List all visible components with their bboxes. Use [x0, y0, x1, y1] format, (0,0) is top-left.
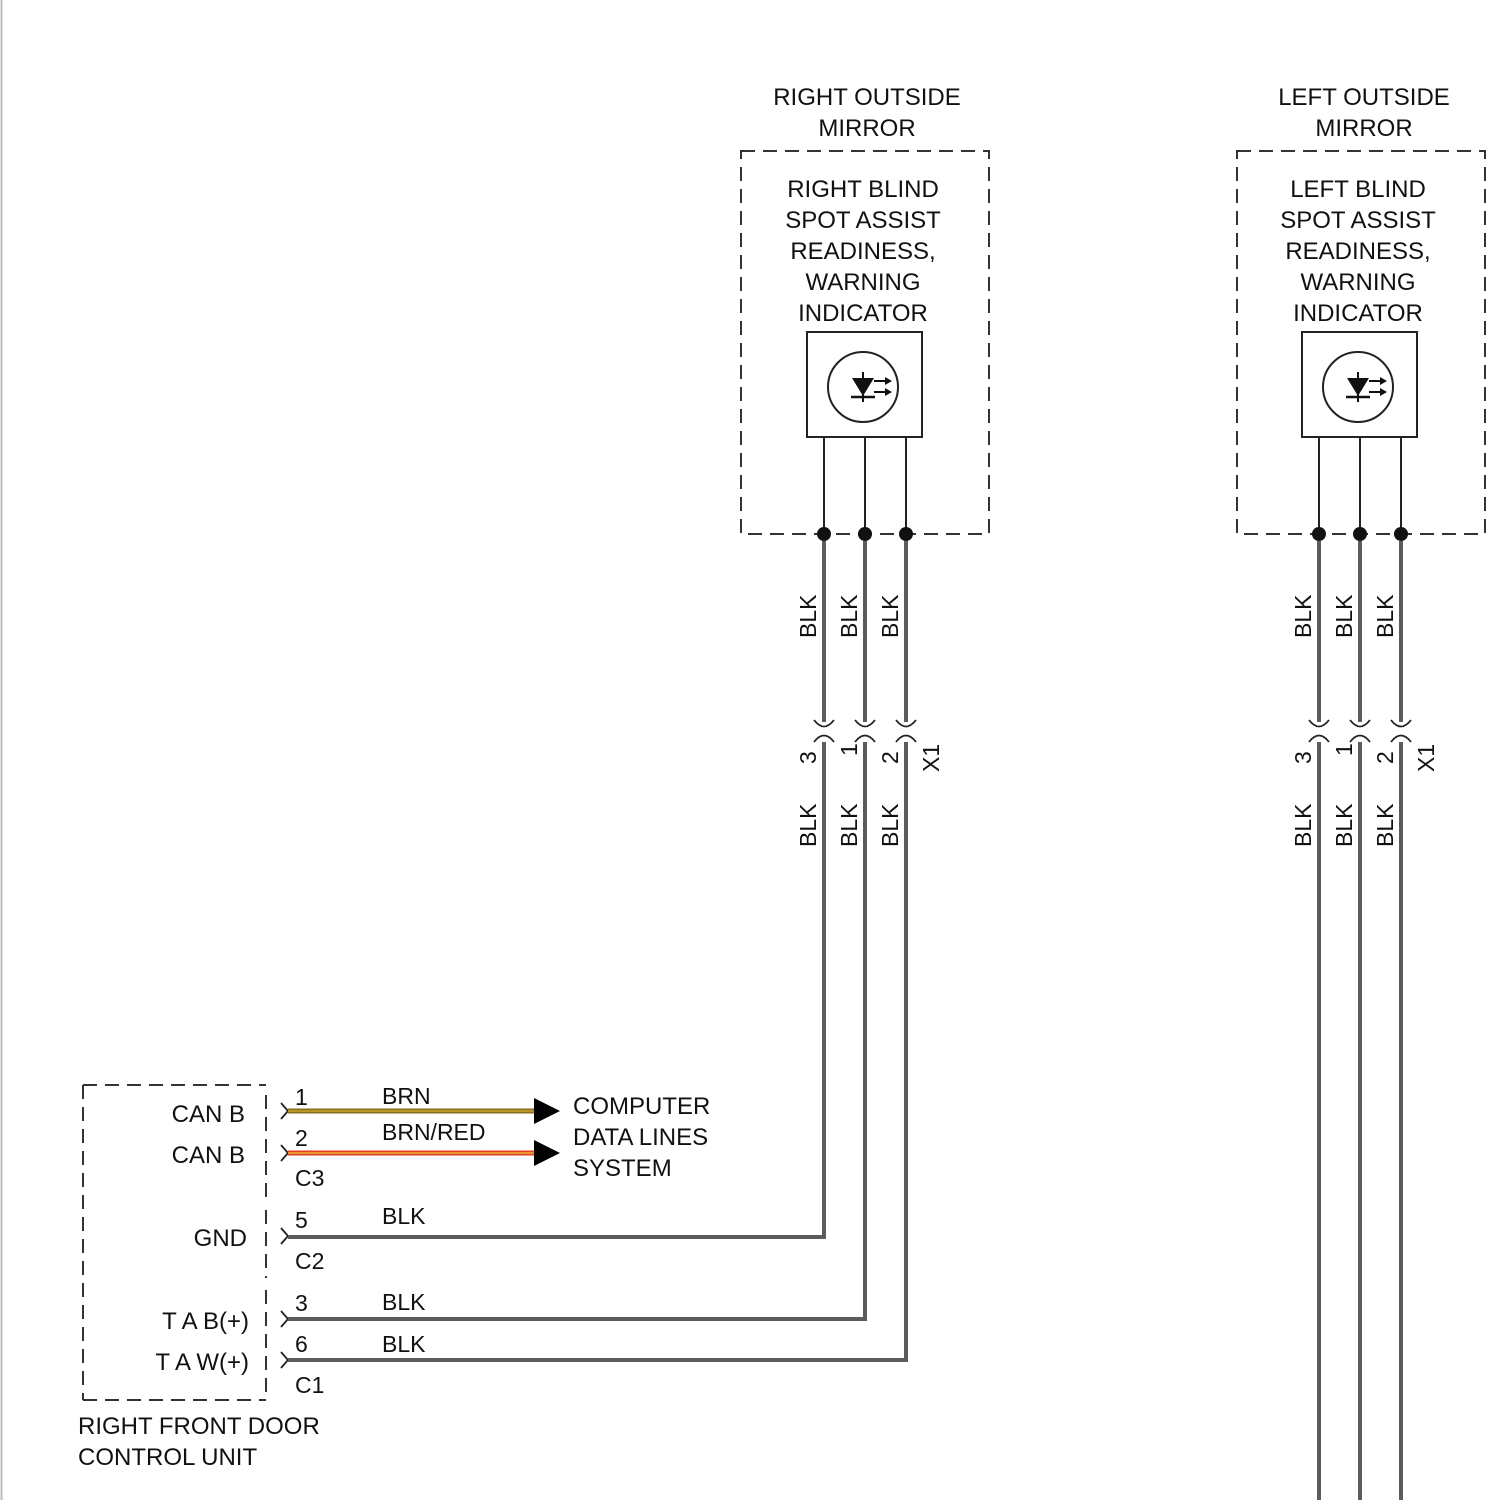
- right-indicator-label-line5: INDICATOR: [798, 300, 928, 327]
- wire-color-gnd: BLK: [382, 1203, 426, 1229]
- left-outside-mirror: LEFT OUTSIDE MIRROR LEFT BLIND SPOT ASSI…: [1237, 84, 1485, 1500]
- door-unit-name-line1: RIGHT FRONT DOOR: [78, 1413, 320, 1440]
- right-wire-color-lower-1: BLK: [795, 803, 821, 847]
- pin-6: 6: [295, 1331, 308, 1357]
- can-b-wires: BRN BRN/RED: [288, 1083, 560, 1166]
- pin-5: 5: [295, 1207, 308, 1233]
- left-wire-color-lower-1: BLK: [1290, 803, 1316, 847]
- pin-2: 2: [295, 1125, 308, 1151]
- right-indicator-label-line1: RIGHT BLIND: [787, 176, 939, 203]
- left-wire-color-lower-2: BLK: [1331, 803, 1357, 847]
- left-indicator-label-line3: READINESS,: [1285, 238, 1430, 265]
- connector-c2-label: C2: [295, 1248, 324, 1274]
- signal-can-b-2: CAN B: [172, 1142, 245, 1169]
- left-indicator-label-line4: WARNING: [1300, 269, 1415, 296]
- connector-c1-label: C1: [295, 1372, 324, 1398]
- left-junction-dot: [1353, 527, 1367, 541]
- left-wire-color-upper-1: BLK: [1290, 594, 1316, 638]
- left-wire-color-upper-2: BLK: [1331, 594, 1357, 638]
- right-indicator-label-line4: WARNING: [805, 269, 920, 296]
- arrow-icon: [534, 1140, 560, 1166]
- wire-color-tab: BLK: [382, 1289, 426, 1315]
- left-mirror-title-line2: MIRROR: [1315, 115, 1412, 142]
- right-front-door-control-unit: CAN B CAN B GND T A B(+) T A W(+) RIGHT …: [78, 1084, 324, 1471]
- door-to-mirror-wires: BLK BLK BLK: [288, 1203, 908, 1360]
- door-pin-chevrons: [281, 1103, 288, 1368]
- left-pin-1: 1: [1331, 743, 1357, 756]
- right-indicator-label-line3: READINESS,: [790, 238, 935, 265]
- signal-taw: T A W(+): [155, 1349, 249, 1376]
- right-pin-1: 1: [836, 743, 862, 756]
- wire-color-can-b-1: BRN: [382, 1083, 431, 1109]
- left-indicator-label-line1: LEFT BLIND: [1290, 176, 1426, 203]
- left-connector-x1-label: X1: [1413, 744, 1439, 772]
- left-wire-color-upper-3: BLK: [1372, 594, 1398, 638]
- right-junction-dot: [899, 527, 913, 541]
- right-mirror-title-line2: MIRROR: [818, 115, 915, 142]
- left-indicator-label-line2: SPOT ASSIST: [1280, 207, 1436, 234]
- right-wire-color-upper-1: BLK: [795, 594, 821, 638]
- pin-3: 3: [295, 1290, 308, 1316]
- computer-data-lines-system: COMPUTER DATA LINES SYSTEM: [573, 1093, 710, 1182]
- data-lines-label-line2: DATA LINES: [573, 1124, 708, 1151]
- left-mirror-title-line1: LEFT OUTSIDE: [1278, 84, 1450, 111]
- left-pin-3: 3: [1290, 751, 1316, 764]
- signal-tab: T A B(+): [162, 1308, 249, 1335]
- right-pin-3: 3: [795, 751, 821, 764]
- right-connector-x1-symbol: [814, 720, 916, 742]
- right-outside-mirror: RIGHT OUTSIDE MIRROR RIGHT BLIND SPOT AS…: [741, 84, 989, 1360]
- left-junction-dot: [1312, 527, 1326, 541]
- door-unit-name-line2: CONTROL UNIT: [78, 1444, 257, 1471]
- right-mirror-title-line1: RIGHT OUTSIDE: [773, 84, 961, 111]
- data-lines-label-line1: COMPUTER: [573, 1093, 710, 1120]
- wire-color-can-b-2: BRN/RED: [382, 1119, 486, 1145]
- right-junction-dot: [858, 527, 872, 541]
- left-wire-color-lower-3: BLK: [1372, 803, 1398, 847]
- connector-c3-label: C3: [295, 1165, 324, 1191]
- right-wire-color-lower-3: BLK: [877, 803, 903, 847]
- left-junction-dot: [1394, 527, 1408, 541]
- data-lines-label-line3: SYSTEM: [573, 1155, 672, 1182]
- left-pin-2: 2: [1372, 751, 1398, 764]
- left-connector-x1-symbol: [1309, 720, 1411, 742]
- wire-color-taw: BLK: [382, 1331, 426, 1357]
- right-indicator-label-line2: SPOT ASSIST: [785, 207, 941, 234]
- right-wire-color-upper-2: BLK: [836, 594, 862, 638]
- left-indicator-label-line5: INDICATOR: [1293, 300, 1423, 327]
- right-wire-color-lower-2: BLK: [836, 803, 862, 847]
- right-wire-color-upper-3: BLK: [877, 594, 903, 638]
- pin-1: 1: [295, 1084, 308, 1110]
- signal-can-b-1: CAN B: [172, 1101, 245, 1128]
- right-junction-dot: [817, 527, 831, 541]
- arrow-icon: [534, 1098, 560, 1124]
- right-pin-2: 2: [877, 751, 903, 764]
- right-connector-x1-label: X1: [918, 744, 944, 772]
- signal-gnd: GND: [194, 1225, 247, 1252]
